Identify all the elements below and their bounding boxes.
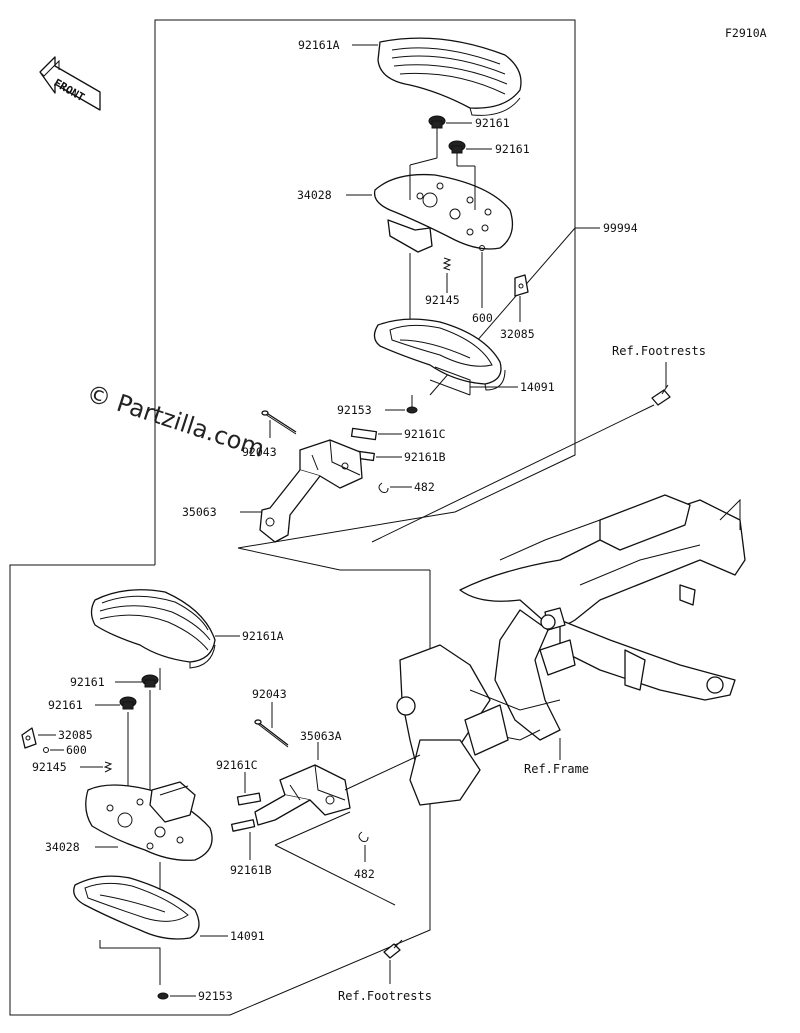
upper-label-pad: 92161A [298,38,340,52]
section-borders [9,19,576,1016]
lower-board-34028 [85,781,213,861]
lower-section-border [9,564,431,1016]
lower-label-nut: 92153 [198,989,233,1003]
lower-label-pad: 92161A [242,629,284,643]
upper-label-grommet-a: 92161 [475,116,510,130]
upper-label-grommet-b: 92161 [495,142,530,156]
upper-pad-92161c [350,427,378,441]
lower-label-clip: 482 [354,867,375,881]
lower-ref-bolt [383,939,403,959]
lower-grommet-b [119,696,137,710]
lower-label-pad-b: 92161B [230,863,272,877]
upper-bracket-35063 [259,439,363,543]
upper-label-clip: 482 [414,480,435,494]
upper-label-plate: 32085 [500,327,535,341]
lower-label-grommet-a: 92161 [70,675,105,689]
upper-grommet-a [428,115,446,129]
upper-base-14091 [373,318,506,391]
upper-label-assembly: 99994 [603,221,638,235]
lower-pad-92161c [236,792,262,806]
upper-section-border [154,19,576,565]
lower-label-ref-frame: Ref.Frame [524,762,589,776]
lower-label-board: 34028 [45,840,80,854]
upper-assembly: 92161A 92161 92161 34028 [182,37,706,571]
upper-spring-92145 [442,257,452,271]
upper-label-nut: 92153 [337,403,372,417]
upper-grommet-b [448,140,466,154]
upper-pad-92161a [377,37,522,116]
lower-label-spring: 92145 [32,760,67,774]
lower-nut-92153 [157,992,169,1000]
lower-plate-32085 [21,727,37,749]
lower-label-grommet-b: 92161 [48,698,83,712]
lower-label-plate: 32085 [58,728,93,742]
upper-label-spring: 92145 [425,293,460,307]
lower-spring-92145 [103,761,113,773]
lower-ball-600 [43,747,49,753]
upper-clip-482 [378,482,389,493]
front-arrow-icon: FRONT [39,56,101,111]
lower-grommet-a [141,674,159,688]
upper-plate-32085 [514,274,529,297]
lower-label-pad-c: 92161C [216,758,258,772]
upper-ball-600 [479,245,485,251]
lower-base-14091 [73,875,200,940]
lower-pin-92043 [254,719,289,748]
watermark: © Partzilla.com [83,379,268,463]
figure-code: F2910A [725,26,767,40]
lower-pad-92161a [90,589,216,669]
lower-label-ref-footrests: Ref.Footrests [338,989,432,1003]
upper-label-pad-b: 92161B [404,450,446,464]
lower-clip-482 [358,831,369,842]
upper-ref-bolt [651,384,671,406]
lower-pad-92161b [230,819,256,832]
lower-label-ball: 600 [66,743,87,757]
lower-bracket-35063a [254,764,351,826]
upper-label-board: 34028 [297,188,332,202]
upper-nut-92153 [406,395,418,414]
upper-label-ref-footrests: Ref.Footrests [612,344,706,358]
lower-label-pin: 92043 [252,687,287,701]
upper-label-bracket: 35063 [182,505,217,519]
upper-board-34028 [373,173,514,253]
lower-label-base: 14091 [230,929,265,943]
upper-label-pin: 92043 [242,445,277,459]
lower-assembly: 92161A 92161 92161 32085 600 92145 [21,589,432,1003]
lower-label-bracket: 35063A [300,729,342,743]
upper-label-base: 14091 [520,380,555,394]
upper-label-ball: 600 [472,311,493,325]
upper-label-pad-c: 92161C [404,427,446,441]
upper-pin-92043 [261,410,297,435]
frame-reference: Ref.Frame [396,494,746,806]
